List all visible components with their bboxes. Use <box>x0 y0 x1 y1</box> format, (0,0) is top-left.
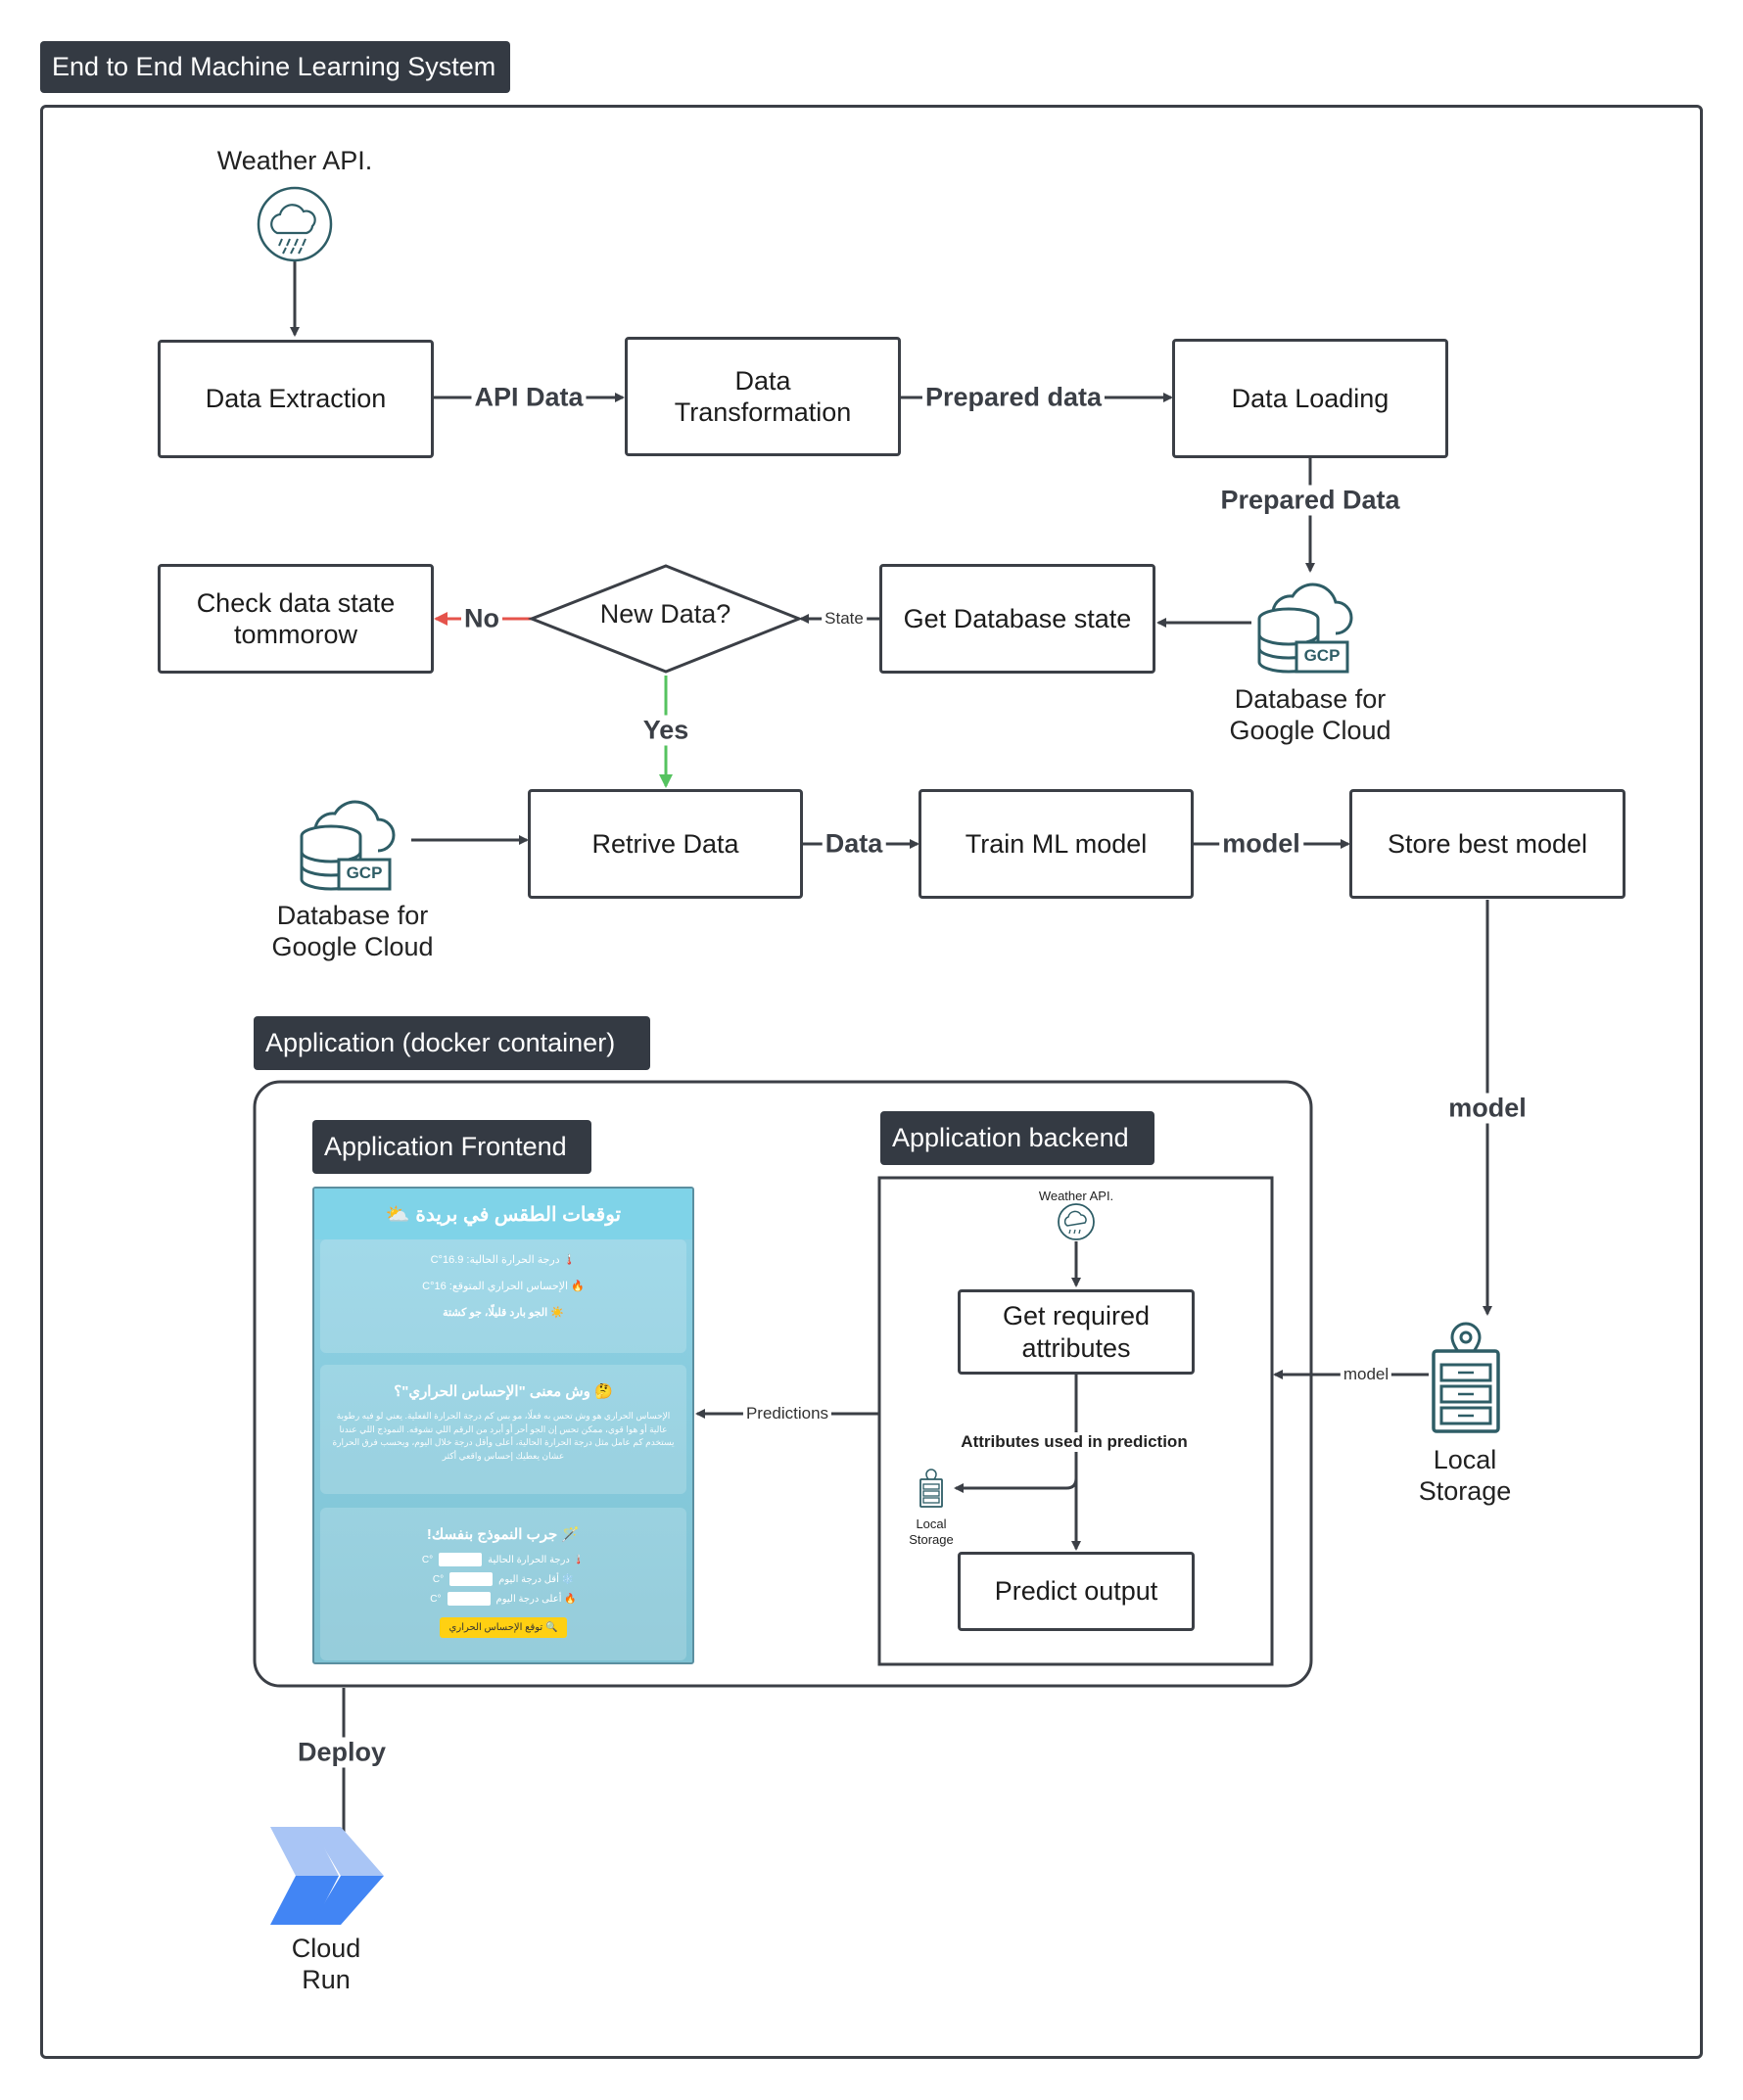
database-label-2: Database for Google Cloud <box>271 901 434 962</box>
frontend-try-title: 🪄 جرب النموذج بنفسك! <box>426 1526 581 1543</box>
backend-local-storage-icon <box>919 1469 943 1508</box>
frontend-weather-card: 🌡️ درجة الحرارة الحالية: 16.9°C 🔥 الإحسا… <box>320 1239 686 1353</box>
frontend-try-card: 🪄 جرب النموذج بنفسك! 🌡️ درجة الحرارة الح… <box>320 1508 686 1660</box>
edge-label-yes: Yes <box>639 715 692 746</box>
backend-local-storage-label: Local Storage <box>909 1517 954 1548</box>
gcp-badge-1: GCP <box>1303 646 1341 665</box>
local-storage-icon <box>1432 1322 1500 1433</box>
frontend-screenshot: توقعات الطقس في بريدة ⛅ 🌡️ درجة الحرارة … <box>312 1187 694 1664</box>
frontend-condition: ☀️ الجو بارد قليلًا، جو كشتة <box>443 1307 564 1319</box>
edge-label-model-1: model <box>1219 828 1303 860</box>
frontend-explain-title: 🤔 وش معنى "الإحساس الحراري"؟ <box>394 1383 613 1400</box>
main-frame <box>40 105 1703 2059</box>
frontend-input-current-label: 🌡️ درجة الحرارة الحالية <box>488 1554 586 1565</box>
frontend-input-max-label: 🔥 أعلى درجة اليوم <box>495 1593 577 1605</box>
edge-label-predictions: Predictions <box>742 1404 832 1423</box>
gcp-database-icon-2 <box>300 800 396 891</box>
edge-label-model-3: model <box>1340 1365 1392 1384</box>
edge-label-prepared-data: Prepared data <box>921 382 1106 413</box>
backend-frame <box>877 1176 1274 1666</box>
database-label-1: Database for Google Cloud <box>1229 684 1391 746</box>
train-ml-model-node[interactable]: Train ML model <box>919 789 1194 899</box>
get-required-attributes-node[interactable]: Get required attributes <box>958 1289 1195 1375</box>
frontend-input-current[interactable] <box>439 1553 483 1566</box>
app-container-title: Application (docker container) <box>254 1016 650 1070</box>
store-best-model-node[interactable]: Store best model <box>1349 789 1625 899</box>
new-data-decision-label: New Data? <box>599 599 731 629</box>
data-transformation-node[interactable]: Data Transformation <box>625 337 901 456</box>
gcp-badge-2: GCP <box>346 863 383 882</box>
edge-label-model-2: model <box>1445 1093 1530 1124</box>
frontend-unit-3: °C <box>430 1593 442 1605</box>
edge-label-data: Data <box>822 828 886 860</box>
frontend-explain-text: الإحساس الحراري هو وش تحس به فعلًا، مو ب… <box>332 1411 675 1461</box>
frontend-explain-card: 🤔 وش معنى "الإحساس الحراري"؟ الإحساس الح… <box>320 1365 686 1494</box>
backend-title: Application backend <box>880 1111 1154 1165</box>
retrieve-data-node[interactable]: Retrive Data <box>528 789 803 899</box>
frontend-unit-1: °C <box>421 1554 434 1565</box>
edge-label-deploy: Deploy <box>294 1737 390 1768</box>
check-data-tomorrow-node[interactable]: Check data state tommorow <box>158 564 434 674</box>
frontend-input-min[interactable] <box>449 1572 494 1586</box>
decision-diamond <box>527 564 804 674</box>
app-container-frame <box>253 1080 1313 1688</box>
frontend-current-temp: 🌡️ درجة الحرارة الحالية: 16.9°C <box>430 1254 577 1266</box>
edge-label-state: State <box>822 609 867 629</box>
backend-weather-icon <box>1058 1203 1095 1240</box>
backend-weather-api-label: Weather API. <box>1038 1189 1114 1203</box>
gcp-database-icon-1 <box>1257 583 1353 674</box>
weather-api-icon <box>257 186 333 262</box>
get-database-state-node[interactable]: Get Database state <box>879 564 1155 674</box>
edge-label-api-data: API Data <box>471 382 587 413</box>
frontend-title: Application Frontend <box>312 1120 591 1174</box>
edge-label-prepared-data-2: Prepared Data <box>1217 485 1403 516</box>
data-loading-node[interactable]: Data Loading <box>1172 339 1448 458</box>
edge-label-no: No <box>461 603 502 634</box>
cloud-run-icon <box>270 1827 384 1925</box>
cloud-run-label: Cloud Run <box>291 1934 361 1995</box>
frontend-feels-like: 🔥 الإحساس الحراري المتوقع: 16°C <box>422 1281 585 1292</box>
local-storage-label: Local Storage <box>1418 1445 1512 1507</box>
weather-api-label: Weather API. <box>216 146 373 175</box>
edge-label-attributes-used: Attributes used in prediction <box>958 1432 1191 1452</box>
frontend-input-min-label: ❄️ أقل درجة اليوم <box>498 1573 575 1585</box>
frontend-input-max[interactable] <box>447 1592 491 1606</box>
frontend-unit-2: °C <box>432 1573 445 1585</box>
edge-backend-local <box>954 1469 1078 1493</box>
predict-output-node[interactable]: Predict output <box>958 1552 1195 1631</box>
data-extraction-node[interactable]: Data Extraction <box>158 340 434 458</box>
frontend-header: توقعات الطقس في بريدة ⛅ <box>314 1189 692 1239</box>
diagram-title: End to End Machine Learning System <box>40 41 510 93</box>
frontend-predict-button[interactable]: 🔍 توقع الإحساس الحراري <box>439 1617 568 1638</box>
